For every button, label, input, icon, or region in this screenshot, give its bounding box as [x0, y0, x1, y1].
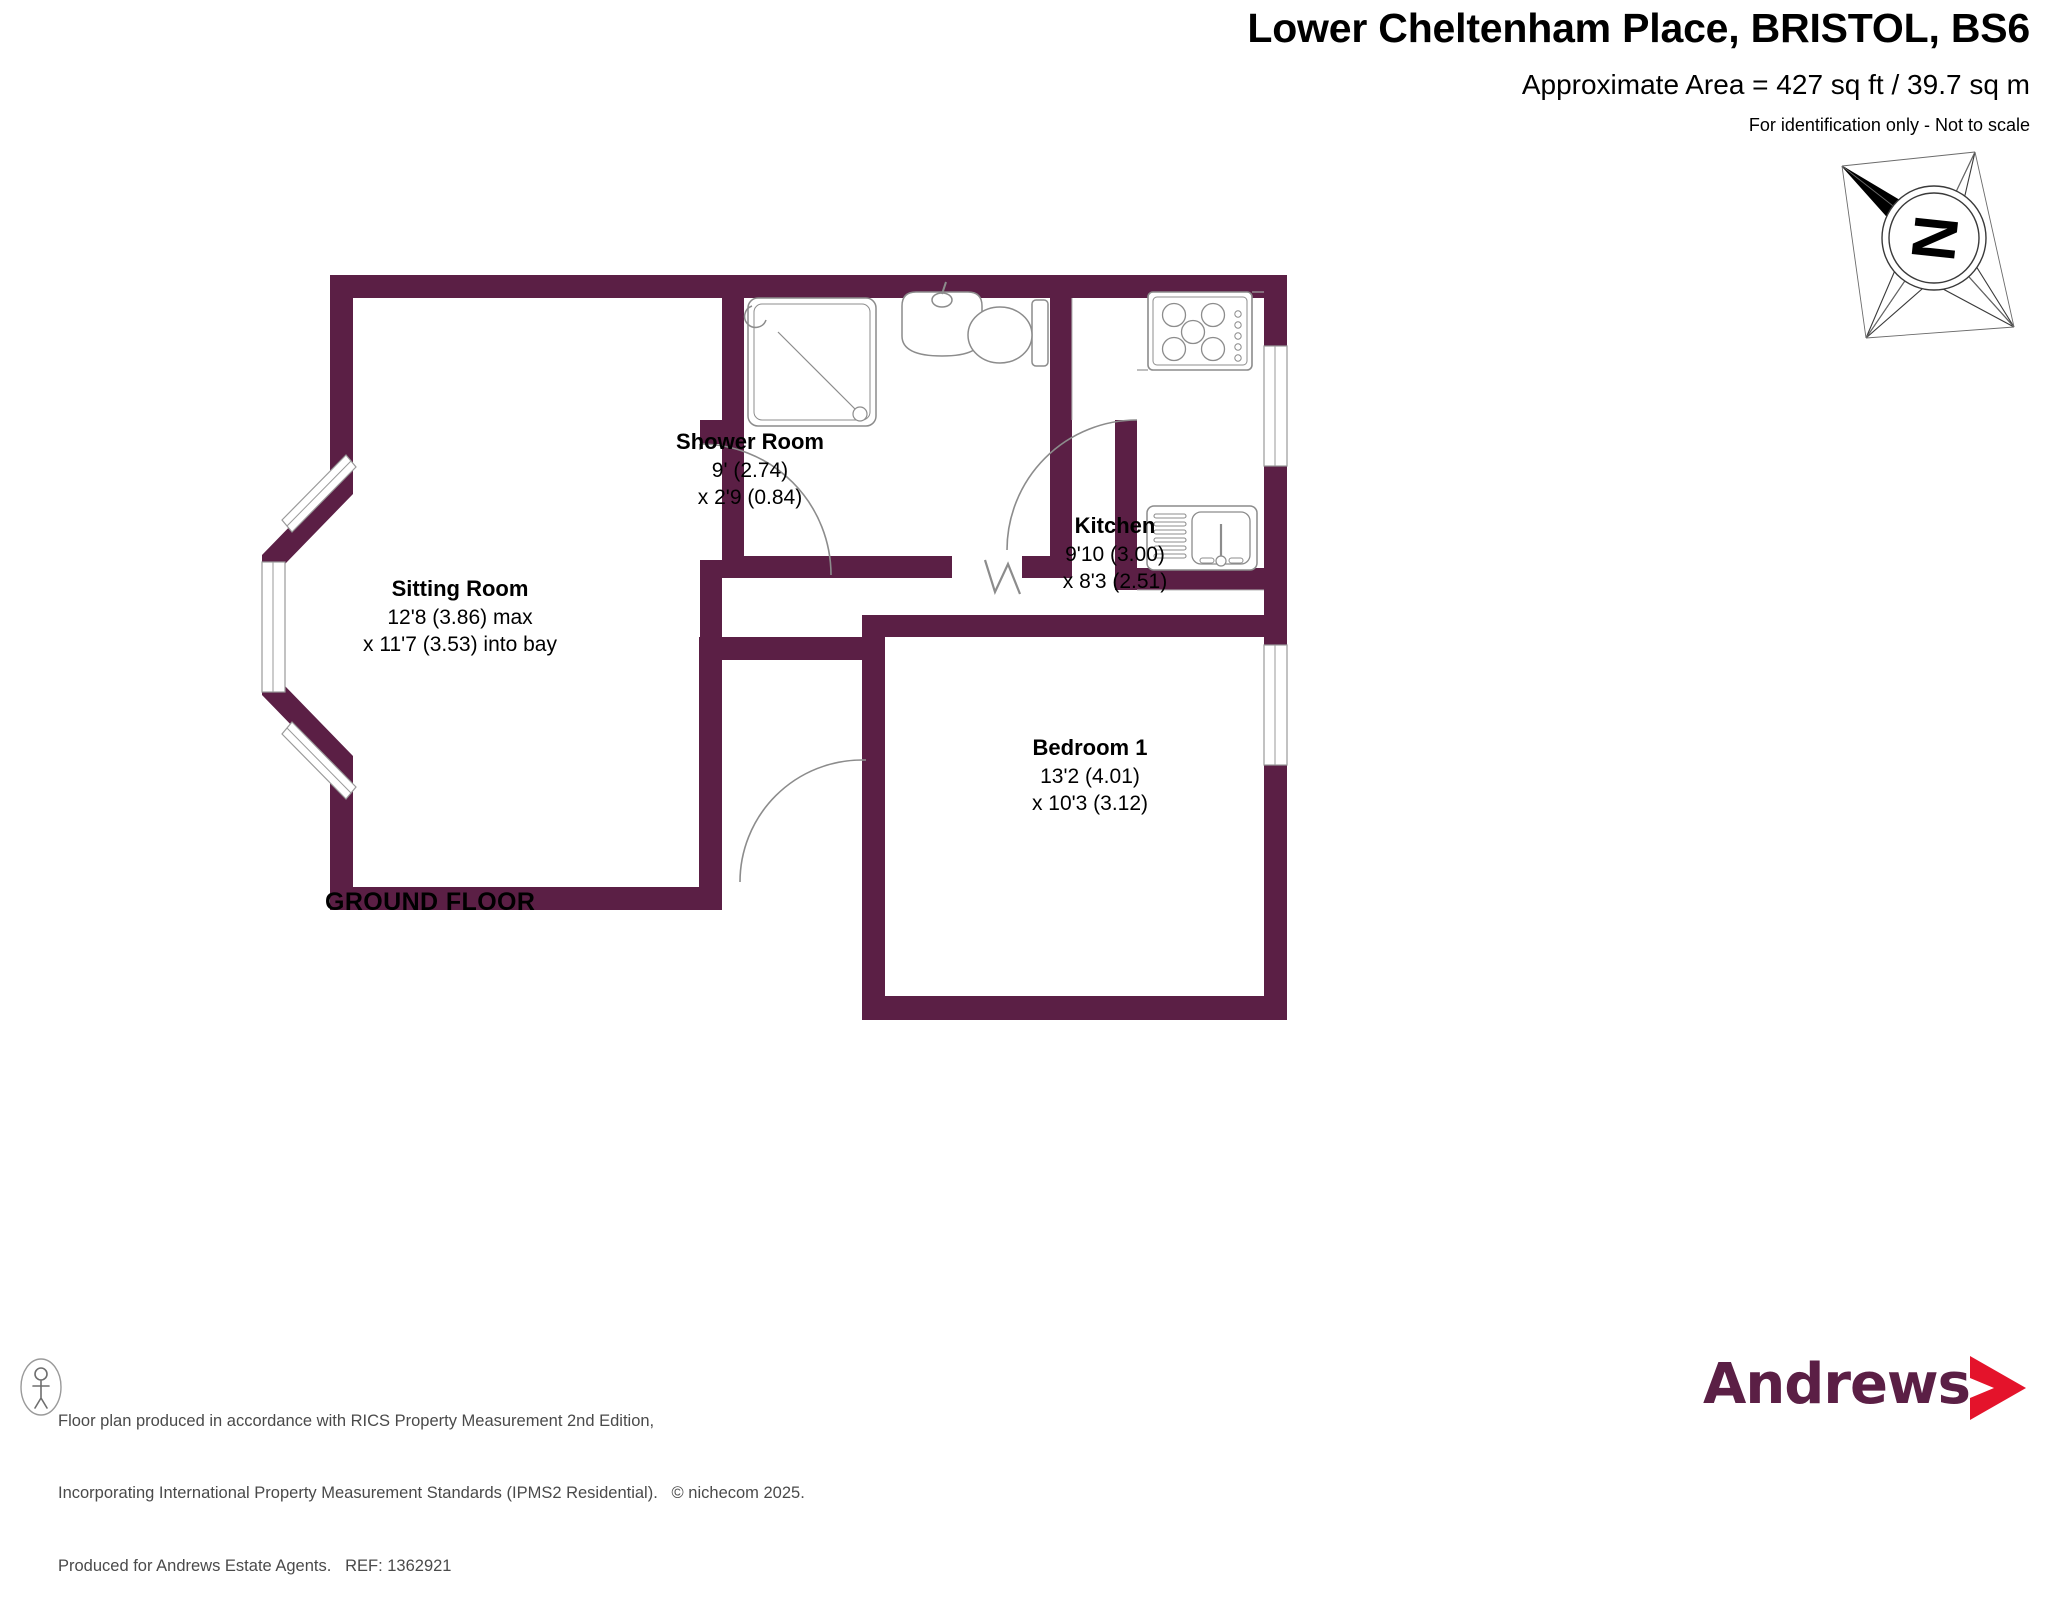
window-bay-lower — [281, 721, 357, 800]
room-label-sitting-room: Sitting Room 12'8 (3.86) max x 11'7 (3.5… — [300, 575, 620, 658]
approximate-area-text: Approximate Area = 427 sq ft / 39.7 sq m — [1521, 69, 2030, 100]
person-icon — [20, 1358, 62, 1416]
walls-layer — [262, 275, 1287, 1020]
room-dimension-1: 13'2 (4.01) — [1040, 764, 1140, 788]
plan-header: Lower Cheltenham Place, BRISTOL, BS6 App… — [630, 0, 2030, 136]
room-label-shower-room: Shower Room 9' (2.74) x 2'9 (0.84) — [600, 428, 900, 511]
disclaimer-text: For identification only - Not to scale — [1748, 115, 2030, 135]
room-dimension-1: 12'8 (3.86) max — [387, 605, 533, 629]
wall-hall-right — [1050, 288, 1072, 578]
room-dimension-1: 9' (2.74) — [711, 458, 789, 482]
door-shower-room — [983, 559, 1022, 596]
door-kitchen — [1006, 419, 1138, 551]
room-dimension-2: x 10'3 (3.12) — [1031, 791, 1149, 815]
compass-north-letter: N — [1897, 212, 1970, 264]
door-bedroom — [739, 759, 866, 883]
wall-kitchen-left — [1115, 420, 1137, 590]
room-name: Kitchen — [1074, 513, 1156, 538]
footer-line-2: Incorporating International Property Mea… — [58, 1484, 805, 1503]
window-bay-middle — [261, 561, 286, 693]
wall-hall-left-upper — [700, 420, 722, 444]
floor-plan-svg — [261, 275, 1288, 1020]
room-label-kitchen: Kitchen 9'10 (3.00) x 8'3 (2.51) — [985, 512, 1245, 595]
windows-layer — [261, 345, 1288, 800]
brand-wordmark: Andrews — [1703, 1352, 1971, 1417]
room-name: Sitting Room — [391, 576, 529, 601]
wall-bedroom-top — [862, 615, 1287, 637]
window-bay-upper — [281, 454, 357, 533]
compass-rose: N — [1838, 142, 2028, 342]
footer-line-3: Produced for Andrews Estate Agents. REF:… — [58, 1557, 452, 1575]
room-dimension-2: x 2'9 (0.84) — [697, 485, 803, 509]
room-dimension-2: x 11'7 (3.53) into bay — [363, 632, 557, 656]
floor-plan-drawing: Sitting Room 12'8 (3.86) max x 11'7 (3.5… — [0, 120, 1800, 1040]
door-jamb-sitting — [700, 560, 722, 576]
page-title: Lower Cheltenham Place, BRISTOL, BS6 — [1247, 5, 2030, 51]
brand-logo — [1738, 1352, 2038, 1424]
fixtures-layer — [743, 281, 1264, 591]
cooker-hob-icon — [1147, 291, 1253, 371]
window-bedroom-right — [1263, 644, 1288, 766]
door-sitting-room — [699, 443, 832, 576]
wall-shower-bottom — [722, 556, 952, 578]
room-label-bedroom-1: Bedroom 1 13'2 (4.01) x 10'3 (3.12) — [960, 734, 1220, 817]
doors-layer — [699, 419, 1138, 883]
toilet-icon — [967, 299, 1049, 367]
compass-rose-icon: N — [1841, 151, 2015, 339]
wall-bedroom-left — [862, 615, 884, 1020]
chevron-right-icon — [1970, 1356, 2026, 1420]
footer-line-1: Floor plan produced in accordance with R… — [58, 1411, 655, 1430]
window-kitchen-right — [1263, 345, 1288, 467]
wall-shower-left — [722, 288, 744, 578]
floor-level-label: GROUND FLOOR — [325, 888, 536, 916]
room-name: Shower Room — [676, 429, 824, 454]
room-name: Bedroom 1 — [1032, 735, 1148, 760]
kitchen-sink-icon — [1146, 505, 1258, 571]
footer-disclaimer: Floor plan produced in accordance with R… — [58, 1360, 805, 1603]
door-jamb-kitchen — [1050, 560, 1072, 578]
kitchen-worktop — [1137, 291, 1264, 371]
door-jamb-hall-lower — [700, 875, 722, 887]
shower-tray-icon — [743, 297, 877, 427]
wall-kitchen-bottom — [1115, 568, 1287, 590]
wall-hall-left-lower — [700, 575, 722, 887]
room-dimension-2: x 8'3 (2.51) — [1062, 569, 1168, 593]
room-dimension-1: 9'10 (3.00) — [1065, 542, 1165, 566]
outer-wall-shell — [262, 275, 1287, 1020]
kitchen-cabinet-lines — [1071, 298, 1264, 591]
